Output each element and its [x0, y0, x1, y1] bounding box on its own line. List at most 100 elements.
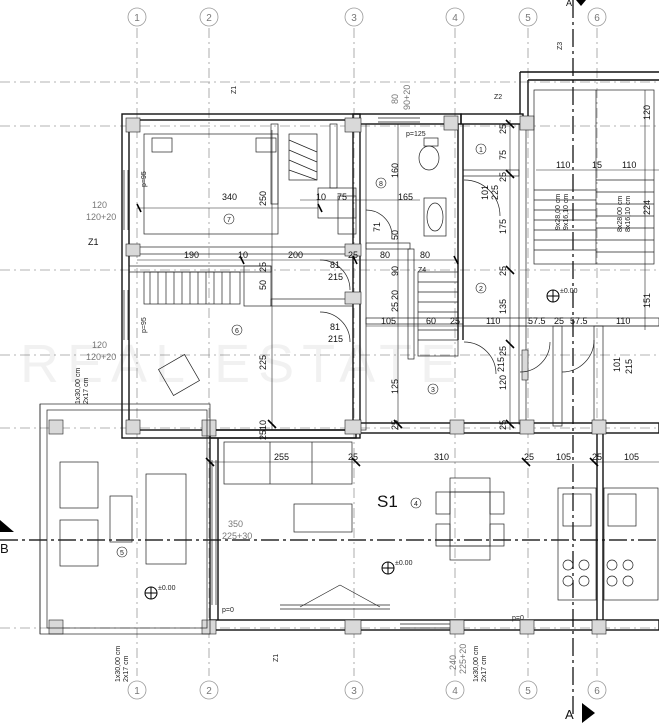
- dim-224: 224: [642, 200, 652, 215]
- dim-25m: 25: [348, 452, 358, 462]
- dim-25b: 25: [258, 262, 268, 272]
- note-p125: p=125: [406, 131, 426, 138]
- section-arrow-b: [0, 520, 14, 532]
- note-stair-a2: 9x16,10 cm: [563, 194, 570, 230]
- dim-135: 135: [498, 299, 508, 314]
- window-label-bottom-350: 350: [228, 519, 243, 529]
- dim-310: 310: [434, 452, 449, 462]
- terrace: [39, 403, 211, 635]
- grid-label-bottom-1: 1: [134, 686, 140, 697]
- terrace-furniture: [59, 461, 187, 567]
- dim-25c: 25: [450, 316, 460, 326]
- columns: [48, 115, 607, 635]
- dim-75-v: 75: [498, 150, 508, 160]
- level-label-1: ±0.00: [560, 288, 578, 295]
- dim-57-5b: 57.5: [570, 316, 588, 326]
- dim-25a: 25: [348, 250, 358, 260]
- grid-label-bottom-4: 4: [452, 686, 458, 697]
- kitchen-counter: [557, 487, 659, 601]
- dim-200: 200: [288, 250, 303, 260]
- window-label-bottom-225-20: 225+20: [458, 644, 468, 674]
- dining-table: [435, 477, 505, 561]
- dim-110d: 110: [622, 160, 636, 170]
- window-label-top-80: 80: [390, 94, 400, 104]
- dim-110a: 110: [486, 316, 500, 326]
- level-label-3: ±0.00: [395, 560, 413, 567]
- note-p95-b: p=95: [141, 317, 148, 333]
- bathroom-fixtures: [337, 137, 447, 237]
- note-stair-e: 1x30,00 cm: [473, 646, 480, 682]
- note-stair-d: 1x30,00 cm: [115, 646, 122, 682]
- door-swings: [319, 179, 595, 375]
- dim-105c: 105: [624, 452, 639, 462]
- dim-120-right: 120: [642, 105, 652, 120]
- wall-tag-z4: Z4: [418, 267, 426, 274]
- room-number-1: 1: [479, 147, 483, 154]
- dim-25e: 25: [498, 124, 508, 134]
- wall-tag-z1-top: Z1: [231, 86, 238, 94]
- sofa: [223, 441, 353, 485]
- window-label-top-90-20: 90+20: [402, 85, 412, 110]
- dimension-lines: [136, 90, 659, 467]
- note-stair-e2: 2x17 cm: [481, 655, 488, 682]
- dim-151: 151: [642, 293, 652, 308]
- note-p0-a: p=0: [222, 607, 234, 614]
- note-stair-c2: 2x17 cm: [83, 377, 90, 404]
- level-marker-3: ±0.00: [381, 560, 413, 575]
- window-label-left2-120: 120: [92, 340, 107, 350]
- grid-label-bottom-6: 6: [594, 686, 600, 697]
- dim-25k: 25: [390, 302, 400, 312]
- grid-label-top-4: 4: [452, 13, 458, 24]
- grid-label-bottom-3: 3: [351, 686, 357, 697]
- wall-tag-z3: Z3: [557, 42, 564, 50]
- room-number-3: 3: [431, 387, 435, 394]
- exterior-walls: [121, 71, 659, 631]
- note-p95-a: p=95: [141, 171, 148, 187]
- dim-80b: 80: [420, 250, 430, 260]
- door-label-81b: 81: [330, 322, 340, 332]
- grid-bubbles-bottom: 1 2 3 4 5 6: [127, 680, 607, 700]
- room-number-2: 2: [479, 286, 483, 293]
- section-label-a-top: A: [566, 0, 572, 8]
- window-label-left2-120-20: 120+20: [86, 352, 116, 362]
- room-number-5: 5: [120, 550, 124, 557]
- grid-label-top-1: 1: [134, 13, 140, 24]
- dim-80a: 80: [380, 250, 390, 260]
- dim-90: 90: [390, 266, 400, 276]
- door-label-101a: 101: [480, 185, 490, 200]
- dim-15: 15: [592, 160, 602, 170]
- wardrobes: [143, 133, 459, 357]
- grid-label-top-5: 5: [525, 13, 531, 24]
- level-marker-2: ±0.00: [144, 585, 176, 600]
- section-label-b: B: [0, 541, 9, 556]
- window-label-left1-120-20: 120+20: [86, 212, 116, 222]
- dim-250: 250: [258, 191, 268, 206]
- dim-225-v: 225: [258, 355, 268, 370]
- dim-50-v: 50: [390, 230, 400, 240]
- section-arrow-a-top: [576, 0, 586, 6]
- dim-10b: 10: [238, 250, 248, 260]
- room-number-7: 7: [227, 217, 231, 224]
- dim-57-5a: 57.5: [528, 316, 546, 326]
- note-stair-c: 1x30,00 cm: [75, 368, 82, 404]
- grid-label-bottom-5: 5: [525, 686, 531, 697]
- dim-25i: 25: [498, 420, 508, 430]
- room-number-4: 4: [414, 501, 418, 508]
- section-label-a-bottom: A: [565, 707, 574, 722]
- dim-25j: 25: [390, 420, 400, 430]
- dim-340: 340: [222, 192, 237, 202]
- note-stair-d2: 2x17 cm: [123, 655, 130, 682]
- windows: [123, 117, 450, 629]
- note-stair-b2: 8x16,10 cm: [625, 196, 632, 232]
- grid-bubbles-top: 1 2 3 4 5 6: [127, 7, 607, 27]
- section-arrow-a-bottom: [582, 703, 595, 723]
- dim-75: 75: [337, 192, 347, 202]
- door-label-215b: 215: [328, 334, 343, 344]
- room-number-8: 8: [379, 181, 383, 188]
- dim-10: 10: [316, 192, 326, 202]
- wall-tag-z2: Z2: [494, 94, 502, 101]
- window-label-bottom-225-30: 225+30: [222, 531, 252, 541]
- dim-175: 175: [498, 219, 508, 234]
- dim-190: 190: [184, 250, 199, 260]
